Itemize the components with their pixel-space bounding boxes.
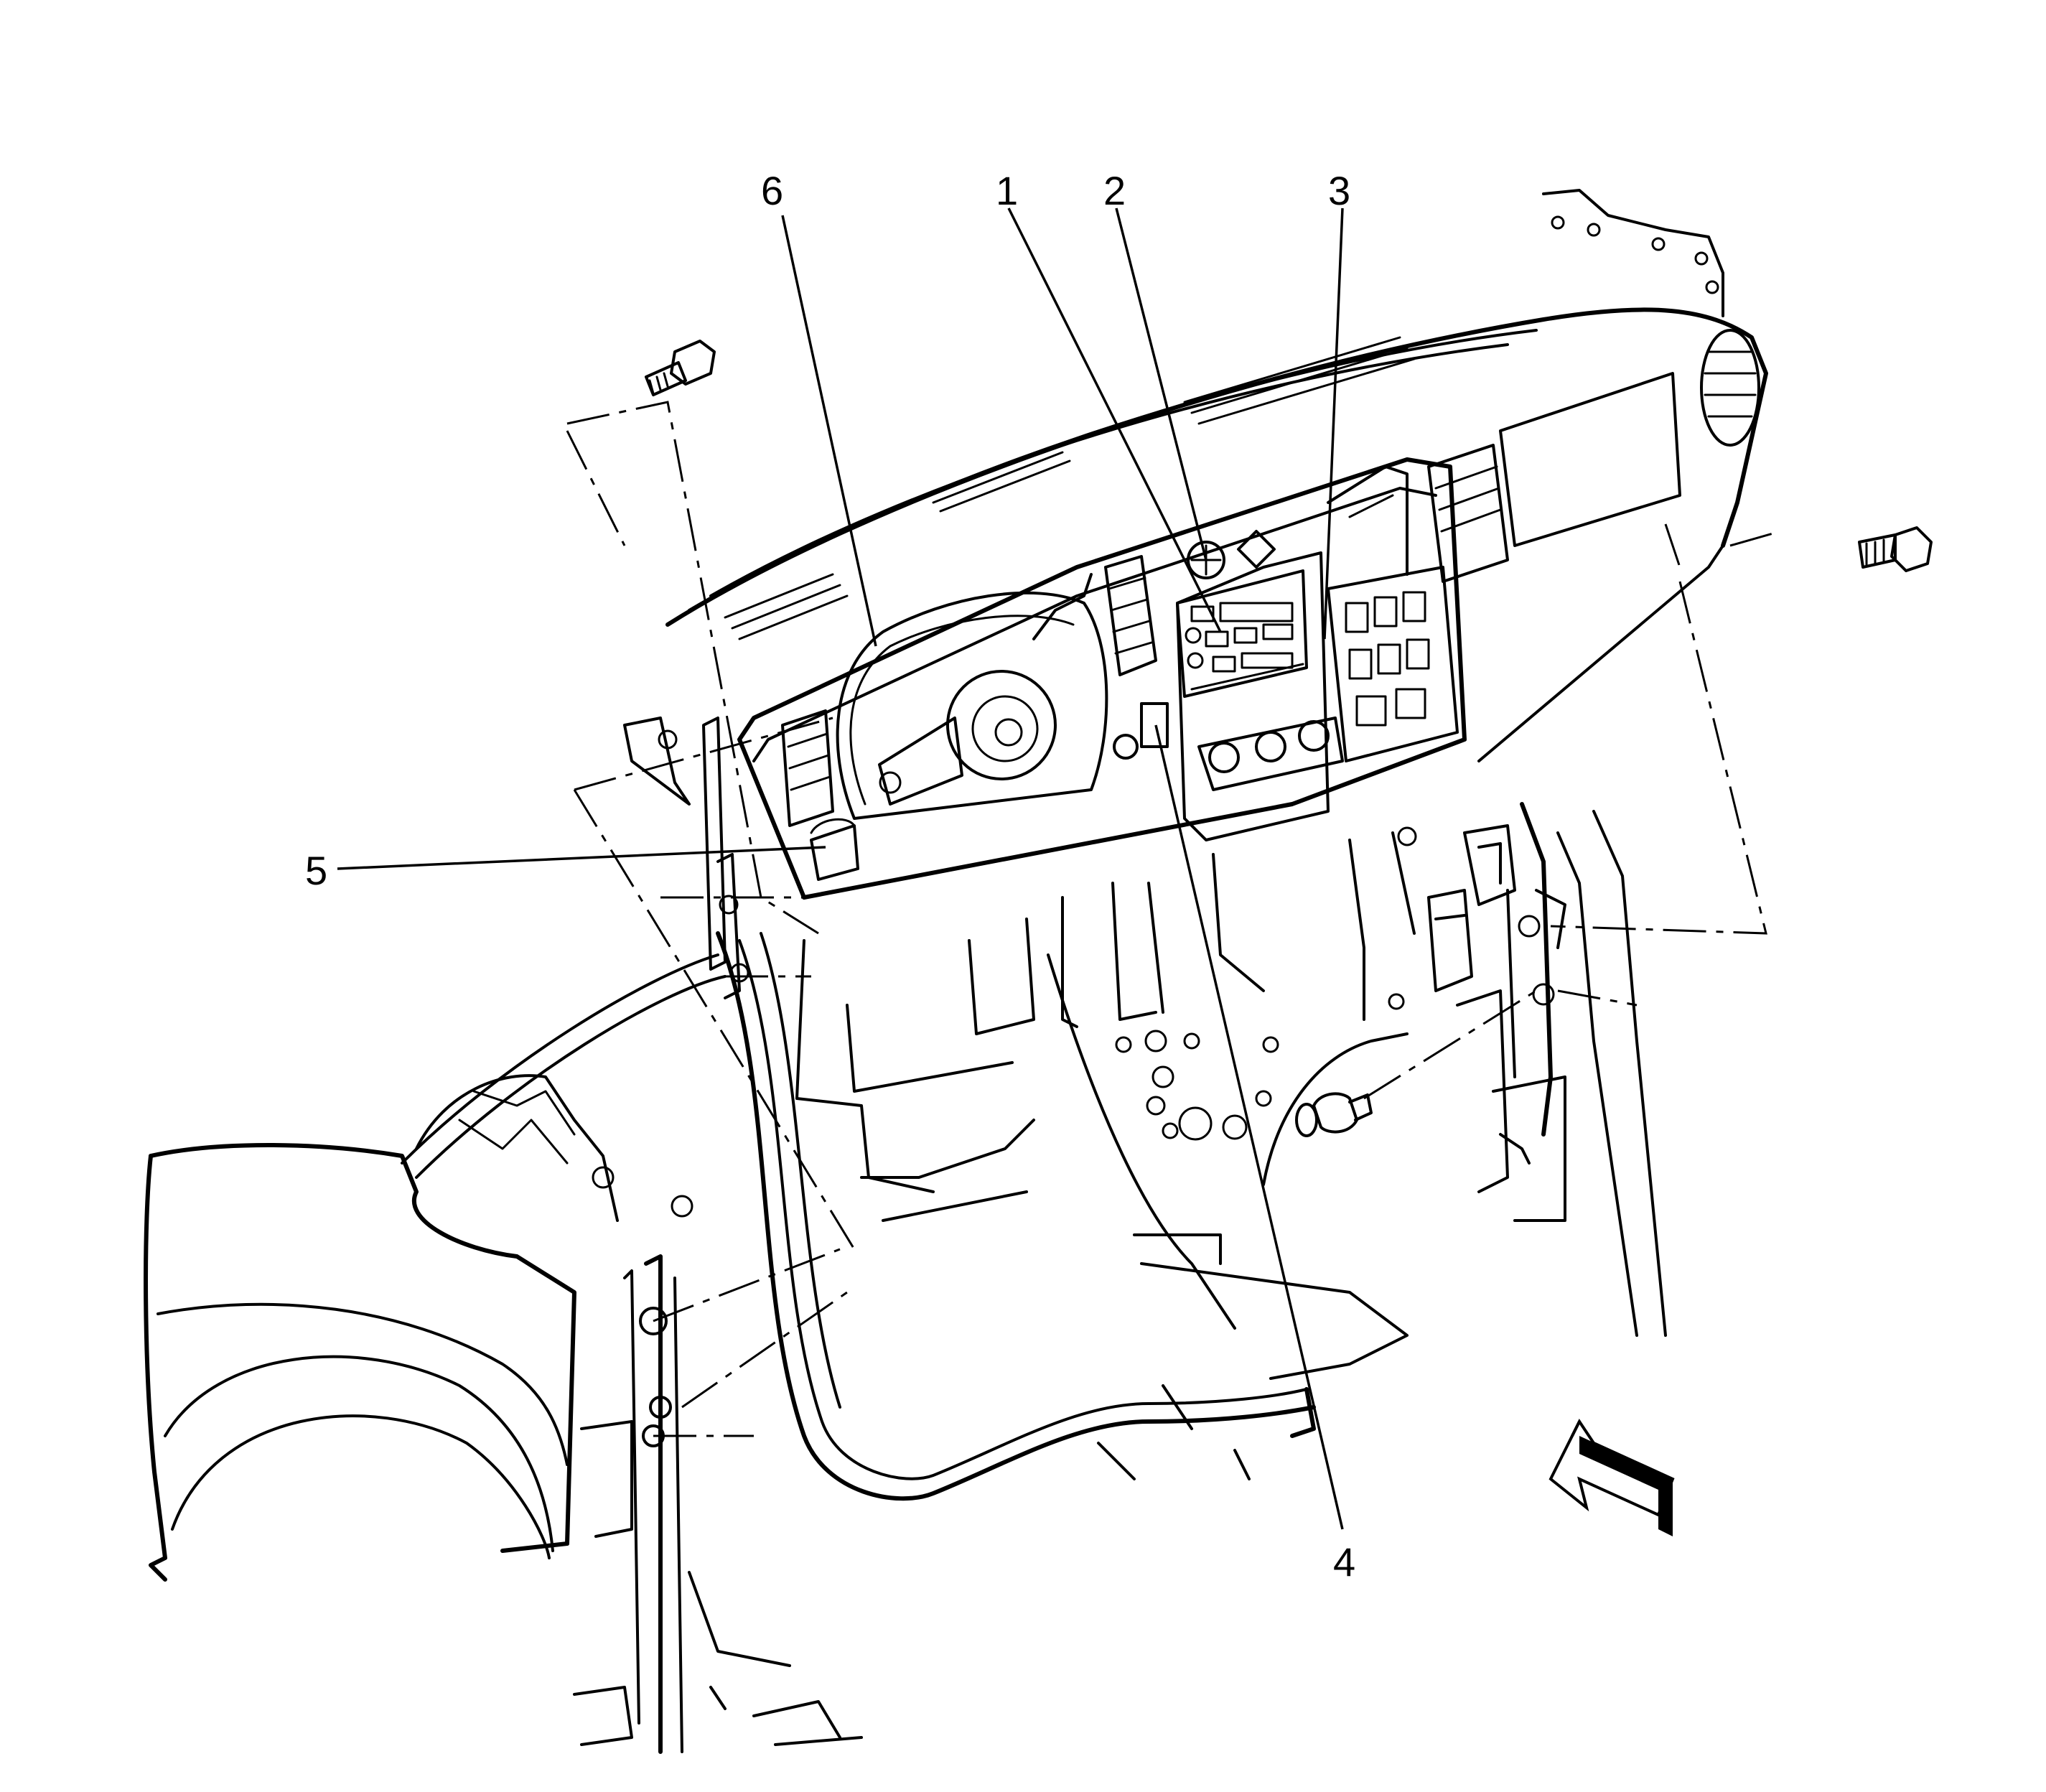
push-pin-retainer-icon bbox=[1295, 1092, 1373, 1137]
callout-labels: 1 2 3 4 5 6 bbox=[305, 168, 1355, 1585]
bolt-icon bbox=[645, 340, 716, 396]
left-pillar-and-fender bbox=[144, 717, 863, 1754]
leader-2 bbox=[1115, 207, 1207, 561]
callout-2: 2 bbox=[1103, 168, 1126, 213]
callout-leaders bbox=[337, 207, 1344, 1530]
view-direction-arrow-icon bbox=[1548, 1419, 1675, 1536]
floor-and-dash-panel bbox=[716, 802, 1667, 1501]
callout-5: 5 bbox=[305, 848, 327, 893]
leader-4 bbox=[1154, 724, 1344, 1530]
leader-5 bbox=[337, 846, 826, 870]
callout-3: 3 bbox=[1328, 168, 1350, 213]
leader-6 bbox=[781, 215, 877, 647]
dash-upper-panel bbox=[665, 189, 1768, 762]
bolt-icon bbox=[1858, 526, 1933, 572]
callout-6: 6 bbox=[761, 168, 783, 213]
leader-1 bbox=[1007, 207, 1222, 633]
callout-1: 1 bbox=[996, 168, 1018, 213]
leader-3 bbox=[1323, 207, 1344, 640]
callout-4: 4 bbox=[1333, 1539, 1355, 1585]
center-stack bbox=[1176, 465, 1459, 841]
cluster-area bbox=[737, 457, 1467, 900]
explosion-lines bbox=[566, 401, 1781, 1437]
